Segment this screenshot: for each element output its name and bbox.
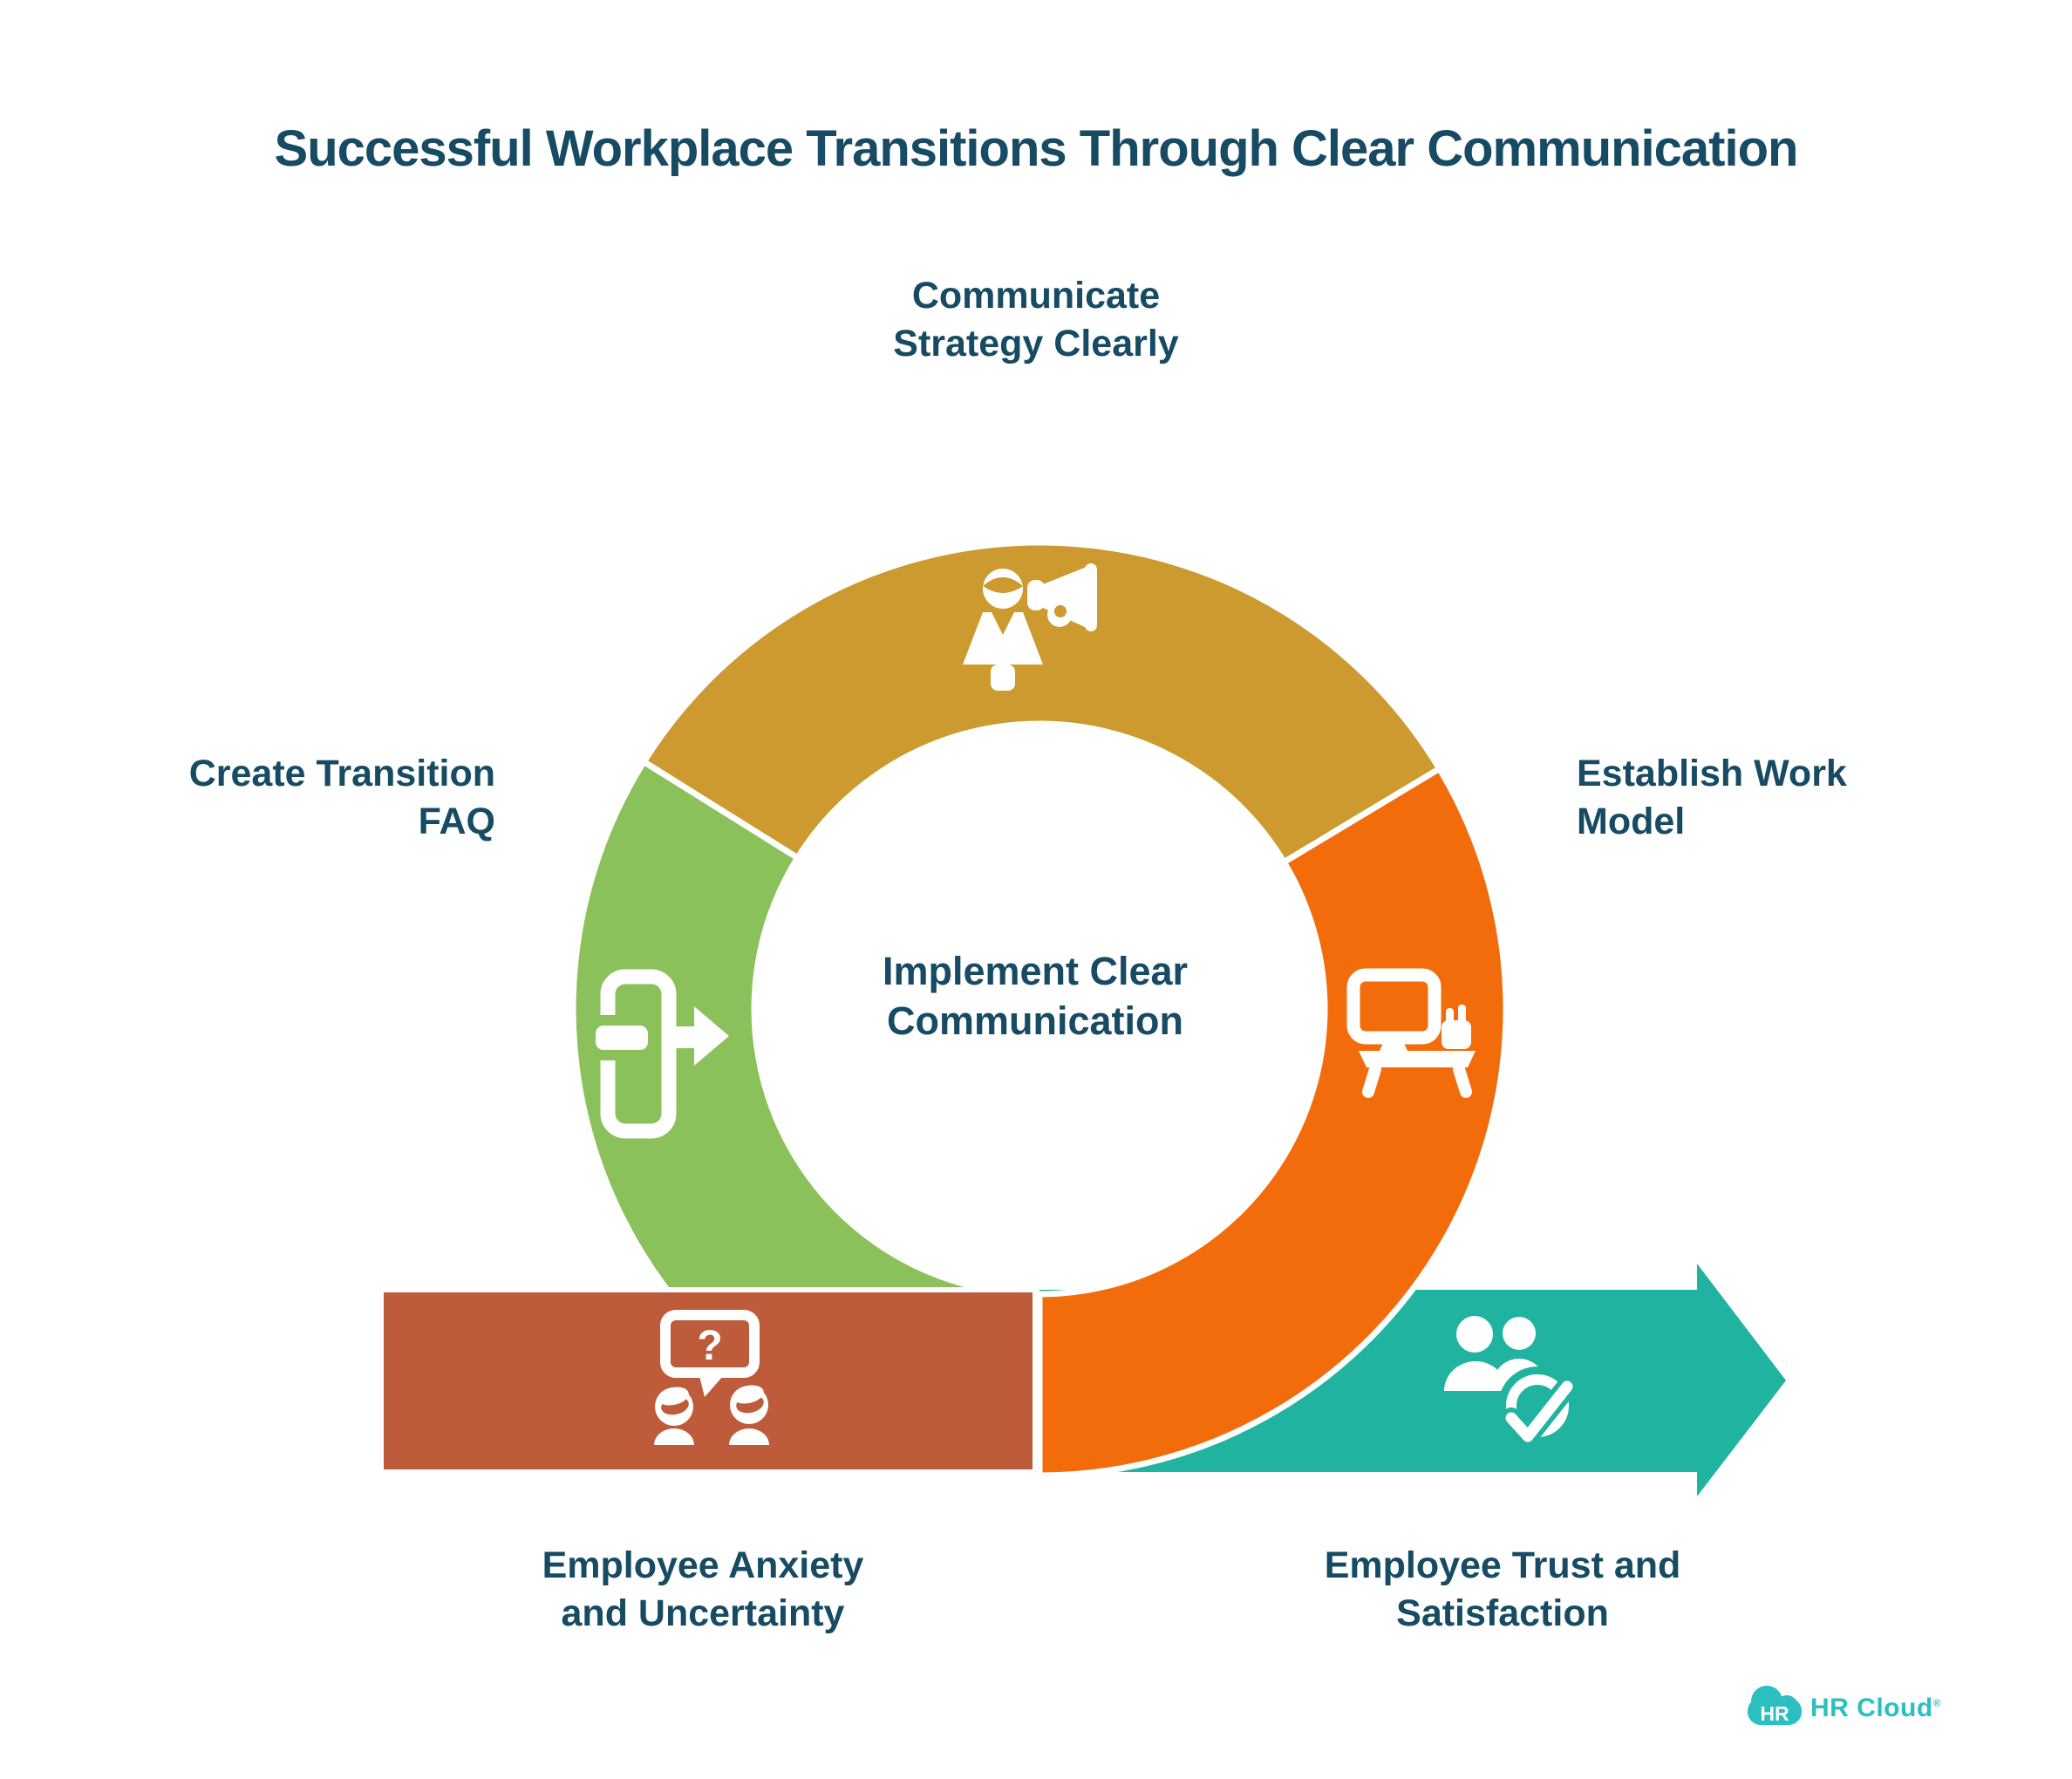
step-label-create-faq: Create Transition FAQ	[188, 753, 495, 842]
question-mark-glyph: ?	[697, 1323, 722, 1369]
hr-cloud-logo-text: HR Cloud®	[1810, 1694, 1941, 1723]
step-label-employee-anxiety: Employee Anxiety and Uncertainty	[542, 1544, 864, 1634]
step-label-employee-trust: Employee Trust and Satisfaction	[1324, 1544, 1681, 1634]
megaphone-person-icon	[963, 563, 1097, 691]
exit-door-icon	[596, 969, 729, 1139]
segment-employee-anxiety: ?	[378, 1287, 1038, 1475]
logo-badge-text: HR	[1760, 1702, 1789, 1725]
hr-cloud-logo-mark: HR	[1748, 1686, 1802, 1725]
people-question-icon: ?	[654, 1310, 769, 1445]
step-label-establish-work-model: Establish Work Model	[1577, 753, 1847, 842]
center-label: Implement Clear Communication	[882, 949, 1189, 1043]
ring-segment-orange	[1036, 764, 1510, 1479]
people-check-icon	[1444, 1316, 1578, 1447]
ring-segment-gold	[639, 539, 1444, 867]
desk-computer-icon	[1346, 968, 1476, 1098]
segment-communicate-strategy	[639, 539, 1444, 867]
step-label-communicate-strategy: Communicate Strategy Clearly	[893, 275, 1179, 365]
logo-wordmark: HR Cloud	[1810, 1694, 1933, 1722]
segment-establish-work-model	[1036, 764, 1510, 1479]
page-title: Successful Workplace Transitions Through…	[274, 120, 1799, 177]
logo-trademark: ®	[1932, 1697, 1941, 1709]
